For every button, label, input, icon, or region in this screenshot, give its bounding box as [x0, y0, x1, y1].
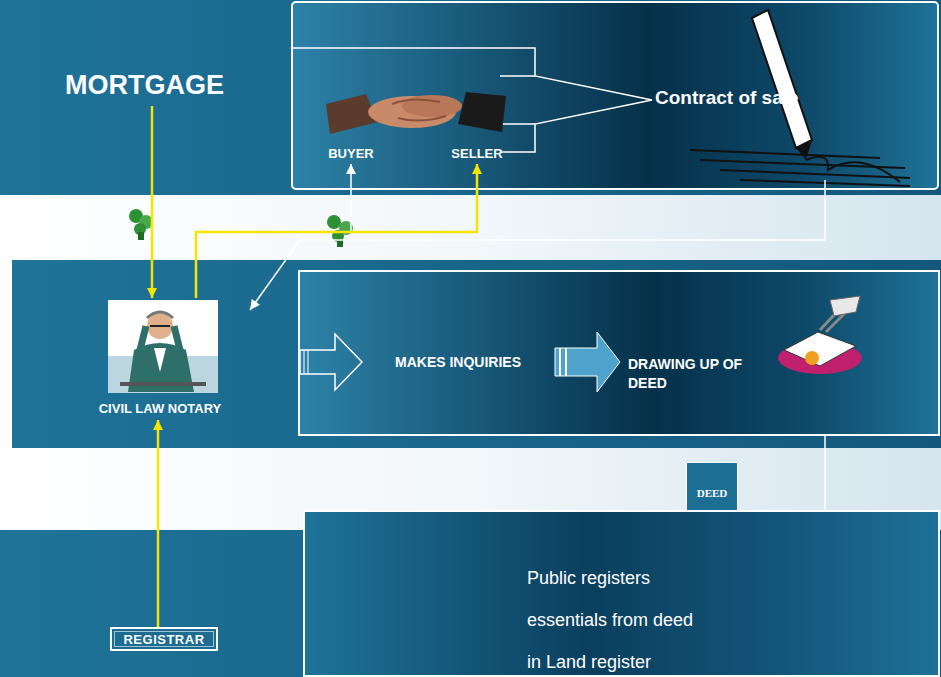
money-stem	[337, 239, 343, 247]
node-text: SELLER	[451, 146, 502, 161]
flow-connector	[250, 180, 825, 310]
process-step: MAKES INQUIRIES	[300, 330, 535, 394]
pen-body	[752, 10, 812, 148]
connector-line	[738, 435, 825, 520]
scroll-shape	[830, 296, 860, 316]
book-illustration	[778, 296, 862, 374]
connector-line	[196, 164, 477, 298]
connector-line	[250, 180, 825, 310]
flow-connector	[738, 435, 825, 520]
node-text: CIVIL LAW NOTARY	[70, 401, 250, 416]
pen-nib	[796, 140, 812, 160]
signature-line	[806, 157, 900, 182]
node-text: DRAWING UP OF DEED	[628, 355, 753, 393]
node-text: BUYER	[328, 146, 374, 161]
process-arrow-icon	[300, 334, 362, 390]
hair-shape	[147, 312, 173, 318]
middle-band	[12, 260, 941, 448]
flow-connector	[196, 164, 356, 298]
money-icon	[129, 209, 153, 240]
picture-frame	[108, 300, 218, 393]
writing-lines	[690, 150, 910, 186]
money-icon	[327, 215, 353, 247]
filled-arrow	[555, 332, 620, 392]
arrow-head	[147, 288, 157, 298]
notary-illustration	[108, 300, 218, 393]
process-arrow-icon	[555, 332, 620, 392]
arrow-head	[250, 299, 260, 310]
heading-node: MORTGAGE	[60, 66, 260, 106]
book-pages	[784, 332, 856, 366]
registrar-box: REGISTRAR	[110, 627, 218, 651]
flow-connector	[147, 106, 157, 298]
register-panel: Public registers essentials from deed in…	[303, 510, 940, 677]
party-label: BUYER	[320, 142, 382, 164]
node-text: MORTGAGE	[65, 70, 224, 101]
flow-connector	[153, 420, 163, 627]
process-panel	[299, 271, 939, 435]
sale-panel	[292, 2, 938, 189]
money-blob	[327, 215, 341, 229]
flow-connector	[196, 164, 482, 298]
top-band	[0, 0, 941, 195]
paper-shape	[120, 382, 206, 386]
outline-arrow	[300, 334, 362, 390]
arrow-stripes	[560, 348, 566, 376]
arrow-head	[346, 164, 356, 174]
process-step: DRAWING UP OF DEED	[555, 330, 870, 435]
head-shape	[147, 313, 173, 339]
node-text: MAKES INQUIRIES	[395, 354, 521, 370]
shirt-shape	[154, 348, 166, 372]
arrow-stripes	[304, 350, 308, 374]
node-text: REGISTRAR	[123, 632, 204, 647]
arrow-head	[472, 164, 482, 174]
finger-lines	[392, 99, 446, 120]
money-stem	[138, 232, 144, 240]
connector-line	[196, 164, 351, 298]
outline-arrow	[293, 48, 652, 152]
glasses-shape	[150, 325, 170, 327]
hand-shape	[402, 95, 462, 117]
arrow-head	[153, 420, 163, 430]
light-strip	[0, 195, 941, 260]
node-text: Contract of sale	[655, 87, 799, 109]
party-label: SELLER	[445, 142, 509, 164]
contract-node: Contract of sale	[648, 84, 838, 180]
connector-line	[151, 106, 154, 298]
connector-line	[157, 420, 160, 627]
sleeve-shape	[458, 92, 506, 132]
notary-node: CIVIL LAW NOTARY	[70, 298, 250, 420]
arm-shape	[140, 326, 180, 350]
node-text: Public registers essentials from deed in…	[527, 557, 703, 677]
handshake-illustration	[326, 92, 506, 134]
seal-shape	[805, 351, 819, 365]
node-text: DEED	[697, 487, 728, 499]
